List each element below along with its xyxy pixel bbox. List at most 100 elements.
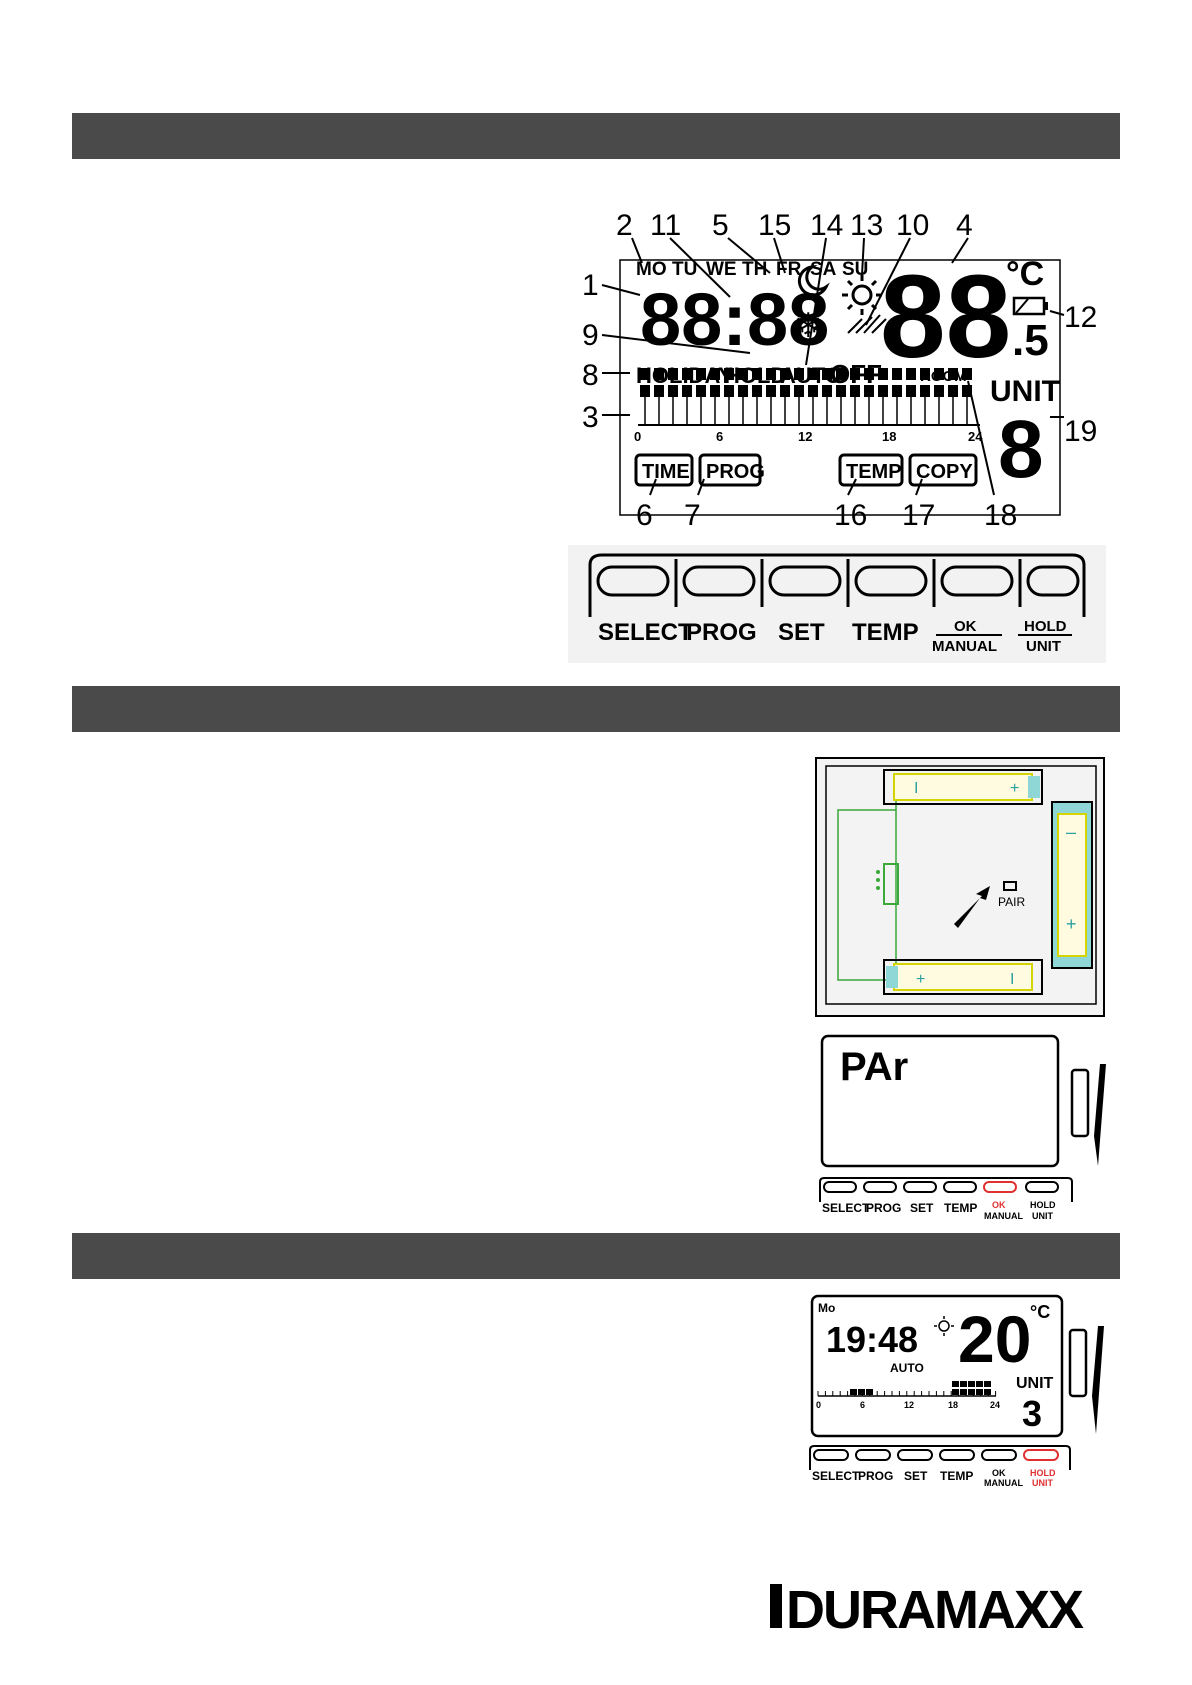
brand-logo-text: DURAMAXX [786,1580,1084,1640]
timeline-segment-top [920,368,930,380]
battery-minus-top: I [914,780,918,797]
status-btn-set[interactable]: SET [904,1469,928,1483]
status-timeline-blocks [817,1381,997,1396]
callout-10: 10 [896,209,929,242]
moon-icon [797,264,830,297]
btn-unit[interactable]: UNIT [1026,638,1061,655]
timeline-segment-top [836,368,846,380]
callout-13: 13 [850,209,883,242]
status-signal-slot-icon [1068,1328,1088,1398]
callout-8: 8 [582,359,599,392]
callout-14: 14 [810,209,843,242]
timeline-segment-top [864,368,874,380]
pair-label: PAIR [998,895,1025,909]
pair-btn-select[interactable]: SELECT [822,1201,870,1215]
section-2-header [72,686,1120,732]
tick-24: 24 [968,429,983,444]
timeline-segment-bottom [906,385,916,397]
timeline-segment-bottom [948,385,958,397]
timeline-segment-bottom [962,385,972,397]
timeline-segment-top [934,368,944,380]
pair-display-text: PAr [840,1045,908,1089]
status-time: 19:48 [826,1319,918,1360]
pair-btn-prog[interactable]: PROG [866,1201,901,1215]
pair-btn-temp[interactable]: TEMP [944,1201,977,1215]
back-panel: I + + I – + PAIR [815,757,1105,1017]
timeline-segment-bottom [780,385,790,397]
battery-icon [1012,296,1048,316]
lcd-diagram: 2 11 5 15 14 13 10 4 1 9 8 3 12 19 6 7 1… [582,209,1097,532]
section-3-header [72,1233,1120,1279]
mode-temp: TEMP [846,461,902,483]
timeline-segment-bottom [766,385,776,397]
status-btn-manual[interactable]: MANUAL [984,1478,1023,1487]
heating-icon [847,314,887,334]
button-panel: SELECT PROG SET TEMP OK MANUAL HOLD UNIT [568,545,1106,663]
snowflake-icon: ❄ [794,307,823,345]
status-btn-temp[interactable]: TEMP [940,1469,973,1483]
status-segment [984,1389,991,1395]
timeline-segment-bottom [696,385,706,397]
callout-17: 17 [902,499,935,532]
pair-btn-ok[interactable]: OK [992,1200,1006,1210]
battery-minus-right: – [1066,822,1076,842]
unit-digit: 8 [998,404,1044,495]
timeline-segment-bottom [808,385,818,397]
btn-manual[interactable]: MANUAL [932,638,997,655]
status-btn-hold[interactable]: HOLD [1030,1468,1056,1478]
btn-prog[interactable]: PROG [686,619,757,646]
timeline-segment-bottom [640,385,650,397]
battery-plus-right: + [1066,914,1077,934]
status-tick-12: 12 [904,1400,914,1410]
callout-2: 2 [616,209,633,242]
signal-wedge-icon [1094,1064,1106,1166]
pair-btn-manual[interactable]: MANUAL [984,1211,1023,1221]
pair-btn-set[interactable]: SET [910,1201,934,1215]
mode-copy: COPY [916,461,973,483]
btn-hold[interactable]: HOLD [1024,618,1067,635]
status-segment-upper [984,1381,991,1387]
status-btn-select[interactable]: SELECT [812,1469,860,1483]
pair-btn-hold[interactable]: HOLD [1030,1200,1056,1210]
btn-set[interactable]: SET [778,619,825,646]
timeline-segment-top [710,368,720,380]
timeline-segment-bottom [822,385,832,397]
btn-select[interactable]: SELECT [598,619,693,646]
timeline-segment-top [654,368,664,380]
mode-prog: PROG [706,461,765,483]
timeline-segment-top [780,368,790,380]
timeline-segment-top [962,368,972,380]
callout-9: 9 [582,319,599,352]
tick-12: 12 [798,429,812,444]
callout-12: 12 [1064,301,1097,334]
callout-7: 7 [684,499,701,532]
battery-minus-bottom: I [1010,971,1014,988]
status-btn-unit[interactable]: UNIT [1032,1478,1053,1487]
btn-ok[interactable]: OK [954,618,977,635]
timeline-segment-top [696,368,706,380]
brand-logo: DURAMAXX [766,1570,1126,1642]
timeline-segment-bottom [850,385,860,397]
unit-symbol: °C [1006,255,1044,293]
pair-btn-unit[interactable]: UNIT [1032,1211,1053,1221]
timeline-segment-bottom [864,385,874,397]
timeline-segment-bottom [836,385,846,397]
timeline-segment-top [724,368,734,380]
status-tick-18: 18 [948,1400,958,1410]
tick-18: 18 [882,429,896,444]
btn-temp[interactable]: TEMP [852,619,919,646]
status-segment [858,1389,865,1395]
timeline-blocks [640,368,972,425]
timeline-segment-top [752,368,762,380]
status-btn-ok[interactable]: OK [992,1468,1006,1478]
day-fr: FR [776,259,802,280]
unit-label: UNIT [990,375,1060,408]
status-unit-label: UNIT [1016,1375,1054,1392]
timeline-segment-top [738,368,748,380]
battery-plus-top: + [1010,780,1019,797]
day-mo: MO [636,259,667,280]
sun-icon [842,275,882,315]
day-su: SU [842,259,868,280]
status-btn-prog[interactable]: PROG [858,1469,893,1483]
timeline-segment-top [892,368,902,380]
